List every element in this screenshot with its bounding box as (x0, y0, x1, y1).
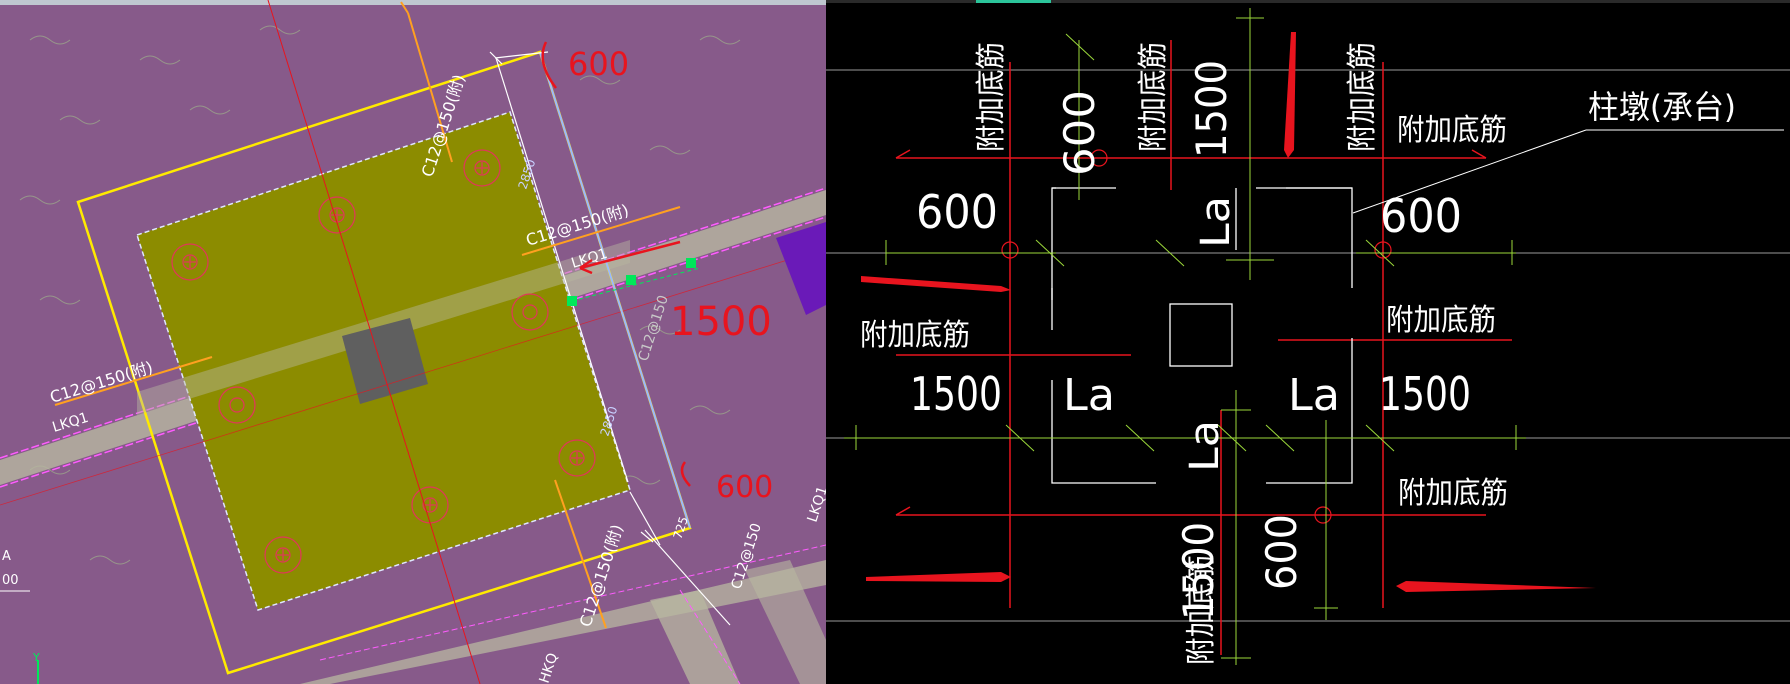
markup-1500: 1500 (670, 299, 772, 345)
label-add-rebar-top-mid: 附加底筋 (1136, 42, 1171, 152)
pile-6 (264, 536, 302, 574)
column-square (1169, 303, 1233, 367)
la-left: La (1063, 370, 1115, 421)
white-dimensions (489, 51, 731, 626)
dim-1500-right: 1500 (1379, 367, 1471, 421)
column (342, 318, 428, 404)
dim-small: 725 (671, 515, 691, 541)
arrow-top (1284, 32, 1296, 158)
leader-line (1352, 129, 1587, 214)
dim-600-right: 600 (1380, 189, 1462, 243)
cad-background (826, 0, 1790, 684)
arrow-right-lower (1396, 581, 1596, 592)
dim-600-top-vertical: 600 (1055, 90, 1104, 176)
pile-8 (558, 439, 596, 477)
active-tab-indicator[interactable] (976, 0, 1051, 3)
pier-outline (1051, 187, 1353, 484)
green-dimensions (844, 8, 1526, 665)
arrow-left-upper (861, 276, 1011, 292)
pile-3 (463, 149, 501, 187)
la-top: La (1193, 196, 1239, 248)
arrow-left-lower (866, 572, 1011, 582)
left-plan-canvas[interactable]: C12@150(附) C12@150(附) C12@150(附) C12@150… (0, 0, 826, 684)
left-plan-view[interactable]: C12@150(附) C12@150(附) C12@150(附) C12@150… (0, 0, 826, 684)
dim-1500-bottom-vertical: 1500 (1174, 522, 1223, 620)
pile-4 (218, 386, 256, 424)
label-pier-cap: 柱墩(承台) (1588, 88, 1736, 126)
red-arrows (861, 32, 1596, 592)
label-add-rebar-mid-right: 附加底筋 (1386, 303, 1496, 338)
label-add-rebar-bottom: 附加底筋 (1184, 555, 1219, 665)
label-add-rebar-top-right: 附加底筋 (1345, 42, 1380, 152)
edge-text-00: 00 (2, 573, 19, 588)
dim-1500-top-vertical: 1500 (1187, 60, 1236, 158)
label-add-rebar-lower-right: 附加底筋 (1398, 476, 1508, 511)
right-cad-drawing[interactable]: 附加底筋 附加底筋 附加底筋 附加底筋 附加底筋 附加底筋 附加底筋 附加底筋 … (826, 0, 1790, 684)
grip-handle[interactable] (626, 275, 636, 285)
edge-text-a: A (2, 549, 11, 564)
red-circles (1001, 149, 1392, 524)
axis-line-diagonal (0, 247, 826, 506)
red-markup-shapes (541, 41, 691, 487)
grip-handle[interactable] (686, 258, 696, 268)
orange-rebar (54, 12, 681, 629)
la-bottom: La (1182, 420, 1228, 472)
ucs-icon: Y (32, 651, 40, 684)
markup-600-top: 600 (568, 45, 629, 83)
pile-1 (171, 243, 209, 281)
pile-5 (511, 293, 549, 331)
right-cad-canvas[interactable]: 附加底筋 附加底筋 附加底筋 附加底筋 附加底筋 附加底筋 附加底筋 附加底筋 … (826, 0, 1790, 684)
label-add-rebar-mid-left: 附加底筋 (860, 318, 970, 353)
red-rebar-lines (895, 40, 1512, 655)
svg-text:Y: Y (32, 651, 40, 664)
dim-600-left: 600 (916, 185, 998, 239)
top-strip (0, 0, 826, 5)
label-add-rebar-upper-right: 附加底筋 (1397, 113, 1507, 148)
axis-line-vertical (267, 0, 481, 684)
soil-pattern (19, 25, 741, 565)
dim-600-bottom-vertical: 600 (1257, 514, 1306, 590)
markup-600-lower: 600 (716, 470, 773, 505)
lower-beams (300, 544, 826, 684)
purple-block (776, 222, 826, 315)
dim-1500-left: 1500 (910, 367, 1002, 421)
label-add-rebar-top-left: 附加底筋 (974, 42, 1009, 152)
la-right: La (1288, 370, 1340, 421)
